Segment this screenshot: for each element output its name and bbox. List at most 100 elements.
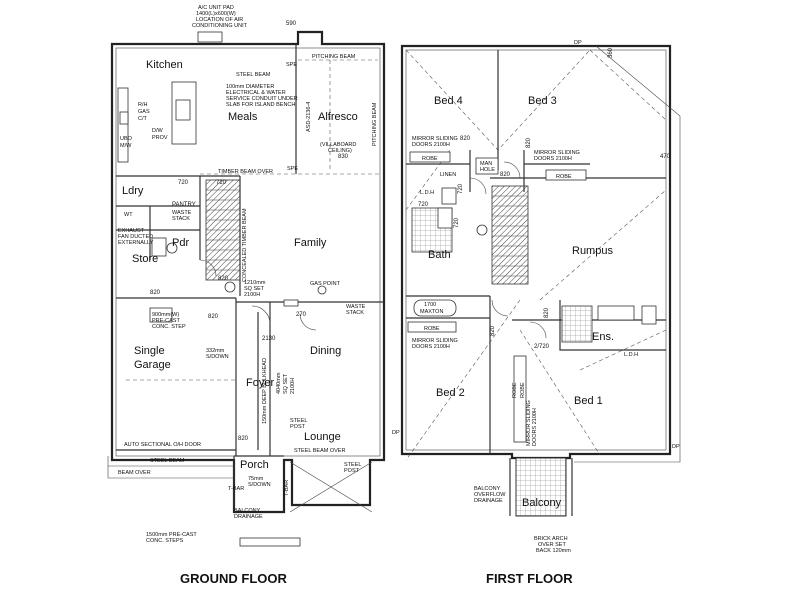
arch-note: BACK 120mm bbox=[536, 548, 571, 554]
dim-270: 270 bbox=[296, 312, 307, 318]
dw-note: D/W bbox=[152, 128, 164, 134]
ground-floor-heading: GROUND FLOOR bbox=[180, 571, 287, 586]
dim-820: 820 bbox=[208, 314, 219, 320]
room-rumpus-label: Rumpus bbox=[572, 245, 613, 257]
steel-post-note-2: STEEL bbox=[344, 462, 361, 468]
ac-note: A/C UNIT PAD bbox=[198, 5, 234, 11]
porch-dim: S/DOWN bbox=[248, 482, 271, 488]
door-swing bbox=[199, 259, 217, 277]
dim-820: 820 bbox=[490, 325, 496, 336]
sq-set-note: 4040mm bbox=[276, 372, 282, 394]
stair-treads bbox=[206, 189, 240, 271]
drainage-note: DRAINAGE bbox=[234, 514, 263, 520]
dim-820: 820 bbox=[238, 436, 249, 442]
step-note: PRE-CAST bbox=[152, 318, 180, 324]
mirror-note: DOORS 2100H bbox=[412, 344, 450, 350]
dp-note: DP bbox=[574, 40, 582, 46]
overflow-note: DRAINAGE bbox=[474, 498, 503, 504]
basin-icon bbox=[166, 242, 178, 254]
conduit-note: SERVICE CONDUIT UNDER bbox=[226, 96, 298, 102]
ac-unit-pad bbox=[197, 31, 223, 43]
door-swing bbox=[469, 177, 487, 195]
dim-820: 820 bbox=[544, 307, 550, 318]
exhaust-note: EXTERNALLY bbox=[118, 240, 154, 246]
dim-1210: 2100H bbox=[244, 292, 260, 298]
robe-note: ROBE bbox=[520, 382, 526, 398]
waste-stack-note-2: STACK bbox=[346, 310, 364, 316]
ens-shower-tiles bbox=[561, 305, 593, 343]
room-balcony-label: Balcony bbox=[522, 497, 562, 509]
room-ens-label: Ens. bbox=[592, 331, 614, 343]
service-walls bbox=[116, 175, 241, 296]
room-bed4-label: Bed 4 bbox=[434, 95, 463, 107]
waste-stack-note-2: WASTE bbox=[346, 304, 366, 310]
ac-note: CONDITIONING UNIT bbox=[192, 23, 248, 29]
wc-icon bbox=[151, 237, 167, 257]
door-swing bbox=[491, 299, 509, 317]
waste-stack-note: STACK bbox=[172, 216, 190, 222]
steps-note: CONC. STEPS bbox=[146, 538, 184, 544]
robe-note: ROBE bbox=[512, 382, 518, 398]
man-hole-note: MAN bbox=[480, 161, 492, 167]
steel-post-note: STEEL bbox=[290, 418, 307, 424]
first-outer-wall bbox=[400, 44, 672, 460]
porch-dim: 75mm bbox=[248, 476, 264, 482]
beam-over-lines bbox=[107, 456, 234, 479]
stair-treads bbox=[492, 195, 528, 277]
steel-beam-over-note: STEEL BEAM OVER bbox=[294, 448, 345, 454]
dim-820: 820 bbox=[150, 290, 161, 296]
overflow-note: BALCONY bbox=[474, 486, 501, 492]
dim-820: 820 bbox=[218, 276, 229, 282]
room-dining-label: Dining bbox=[310, 345, 341, 357]
conduit-note: SLAB FOR ISLAND BENCH bbox=[226, 102, 295, 108]
robe-box bbox=[409, 151, 451, 163]
spe-note-2: SPE bbox=[287, 166, 298, 172]
maxton-note: MAXTON bbox=[420, 309, 443, 315]
robe-box bbox=[513, 355, 527, 443]
mirror-note: DOORS 2100H bbox=[412, 142, 450, 148]
pitching-beam-note: PITCHING BEAM bbox=[312, 54, 356, 60]
dp-note: DP bbox=[392, 430, 400, 436]
room-garage-label: Garage bbox=[134, 359, 171, 371]
pitching-beam-side-note: PITCHING BEAM bbox=[372, 102, 378, 146]
robe-box bbox=[407, 321, 457, 333]
spe-note: SPE bbox=[286, 62, 297, 68]
mirror-note: MIRROR SLIDING bbox=[412, 136, 458, 142]
ldh-note: L.D.H bbox=[624, 352, 638, 358]
concealed-beam-note: CONCEALED TIMBER BEAM bbox=[242, 208, 248, 282]
porch-roof-lines bbox=[289, 461, 373, 513]
sq-set-note: SQ SET bbox=[283, 373, 289, 394]
dim-820: 820 bbox=[526, 137, 532, 148]
conduit-note: 100mm DIAMETER bbox=[226, 84, 274, 90]
mw-note: M/W bbox=[120, 143, 132, 149]
dim-1210: SQ SET bbox=[244, 286, 265, 292]
porch-walls bbox=[233, 455, 284, 512]
room-bed1-label: Bed 1 bbox=[574, 395, 603, 407]
sdown-note: S/DOWN bbox=[206, 354, 229, 360]
tbar-note: T-BAR bbox=[284, 480, 290, 496]
vanity-icon bbox=[437, 207, 453, 229]
door-swing bbox=[251, 305, 271, 325]
ground-floor: Kitchen Meals Alfresco Ldry PANTRY Pdr S… bbox=[107, 5, 386, 586]
room-bed2-label: Bed 2 bbox=[436, 387, 465, 399]
first-inner-wall-line bbox=[405, 49, 667, 451]
stack-icon bbox=[224, 281, 236, 293]
prov-note: PROV bbox=[152, 135, 168, 141]
mirror-note: MIRROR SLIDING bbox=[526, 400, 532, 446]
sq-set-note: 2100H bbox=[290, 378, 296, 394]
balcony-tiles bbox=[515, 457, 567, 517]
ac-note: LOCATION OF AIR bbox=[196, 17, 243, 23]
dim-720: 720 bbox=[178, 180, 189, 186]
pitching-beam-line bbox=[298, 59, 378, 170]
robe-note: ROBE bbox=[422, 156, 438, 162]
steel-beam-note-2: STEEL BEAM bbox=[150, 458, 185, 464]
dim-720: 720 bbox=[216, 180, 227, 186]
villaboard-note: (VILLABOARD bbox=[320, 142, 356, 148]
dim-720: 720 bbox=[454, 217, 460, 228]
gas-note: GAS bbox=[138, 109, 150, 115]
timber-beam-note: TIMBER BEAM OVER bbox=[218, 169, 273, 175]
exhaust-note: FAN DUCTED bbox=[118, 234, 153, 240]
first-floor: Bed 4 Bed 3 Bath Rumpus Ens. Bed 2 Bed 1… bbox=[392, 40, 681, 586]
waste-stack-box bbox=[283, 299, 299, 307]
